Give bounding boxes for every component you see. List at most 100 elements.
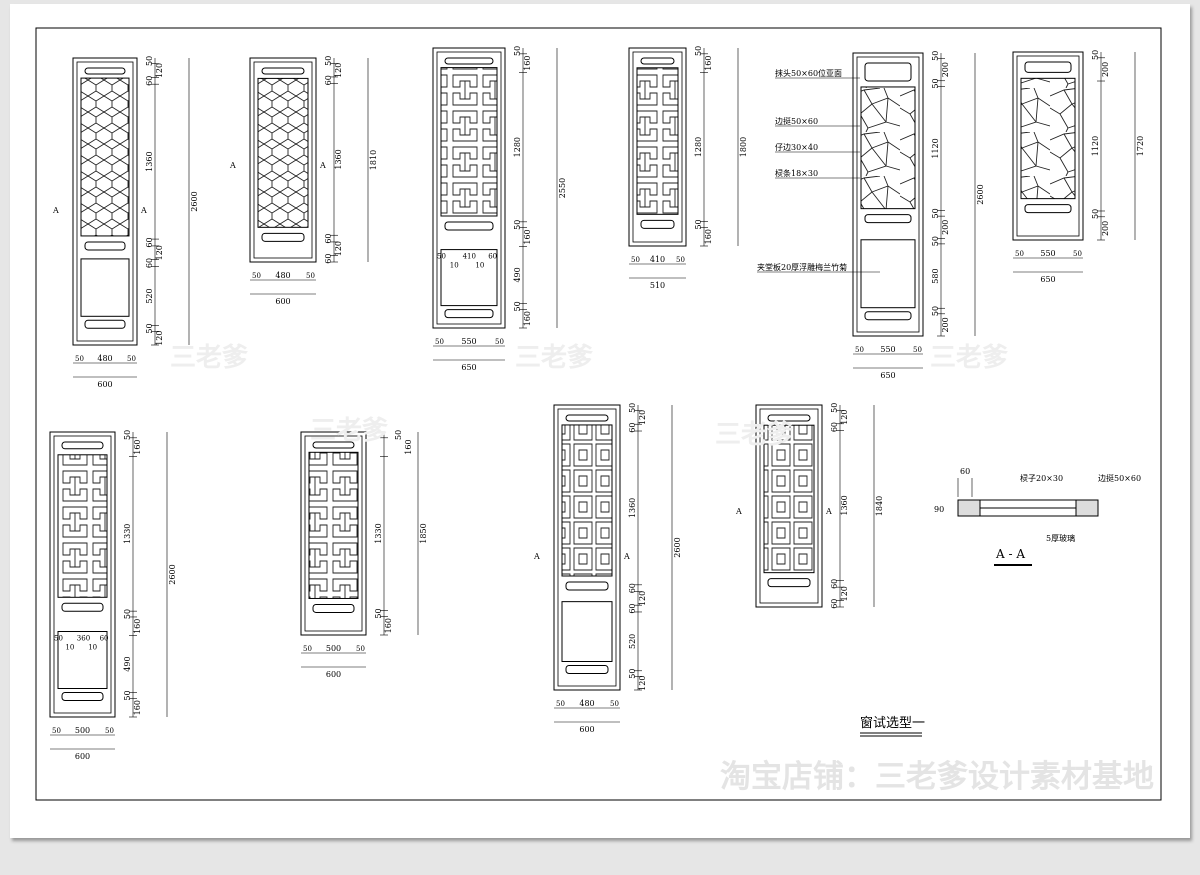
dimension-label: 160 <box>404 439 413 454</box>
dimension-label: 200 <box>1101 221 1110 236</box>
dimension-label: 160 <box>523 229 532 244</box>
callout-label: 边挺50×60 <box>1098 473 1141 483</box>
mid-rail-panel <box>444 221 494 231</box>
top-rail-panel <box>312 441 355 449</box>
bottom-rail-panel <box>444 309 494 319</box>
dimension-label: 50 <box>913 346 922 354</box>
section-mark: A <box>735 507 742 516</box>
callout-label: 边挺50×60 <box>775 116 818 126</box>
dimension-label: 50 <box>75 355 84 363</box>
dimension-label: 50 <box>495 338 504 346</box>
total-height-label: 2550 <box>558 178 567 198</box>
section-title: A - A <box>995 547 1025 561</box>
inner-frame <box>632 51 683 243</box>
inner-frame <box>856 56 920 333</box>
bottom-rail-panel <box>61 692 104 701</box>
dimension-label: 50 <box>123 430 132 440</box>
dimension-label: 120 <box>638 591 647 606</box>
dimension-label: 480 <box>275 271 290 280</box>
inner-frame <box>76 61 134 342</box>
dimension-label: 50 <box>374 608 383 618</box>
callout-label: 棂子20×30 <box>1020 473 1063 483</box>
dimension-label: 120 <box>840 410 849 425</box>
dimension-label: 50 <box>628 403 637 413</box>
dimension-label: 520 <box>628 634 637 649</box>
section-mark: A <box>52 206 59 215</box>
lattice-panel <box>257 77 309 228</box>
dimension-label: 120 <box>840 586 849 601</box>
dimension-label: 500 <box>326 644 341 653</box>
dimension-label: 200 <box>941 220 950 235</box>
bottom-panel <box>57 631 108 689</box>
outer-frame <box>755 404 823 608</box>
dimension-label: 580 <box>931 268 940 283</box>
dimension-label: 160 <box>523 311 532 326</box>
dimension-label: 480 <box>97 354 112 363</box>
section-mark: A <box>623 552 630 561</box>
dimension-label: 1120 <box>931 138 940 158</box>
dimension-label: 50 <box>435 338 444 346</box>
dimension-label: 410 <box>463 253 476 261</box>
outer-frame <box>1012 51 1084 241</box>
dimension-label: 120 <box>155 331 164 346</box>
dimension-label: 160 <box>704 56 713 71</box>
section-mark: A <box>229 161 236 170</box>
dimension-label: 60 <box>830 422 839 432</box>
total-height-label: 2600 <box>168 564 177 584</box>
dimension-label: 50 <box>356 645 365 653</box>
top-rail-panel <box>565 414 609 422</box>
dimension-label: 480 <box>579 699 594 708</box>
dimension-label: 1280 <box>513 137 522 157</box>
dimension-label: 50 <box>123 690 132 700</box>
dimension-label: 550 <box>880 345 895 354</box>
total-height-label: 2600 <box>976 184 985 204</box>
dimension-label: 50 <box>394 430 403 440</box>
dimension-label: 60 <box>145 237 154 247</box>
callout-label: 夹堂板20厚浮雕梅兰竹菊 <box>757 262 847 272</box>
callout-label: 抹头50×60位亚面 <box>775 68 842 78</box>
top-rail-panel <box>640 57 675 65</box>
lattice-panel <box>636 67 679 215</box>
outer-frame <box>432 47 506 329</box>
outer-frame <box>249 57 317 263</box>
dimension-label: 50 <box>1073 250 1082 258</box>
dimension-label: 50 <box>437 253 446 261</box>
mid-rail-panel <box>767 578 811 588</box>
dimension-label: 50 <box>513 220 522 230</box>
outer-frame <box>628 47 687 247</box>
dimension-label: 50 <box>1091 209 1100 219</box>
overall-width-label: 600 <box>75 752 90 761</box>
total-height-label: 1800 <box>739 137 748 157</box>
total-height-label: 1720 <box>1136 136 1145 156</box>
dimension-label: 10 <box>65 644 74 652</box>
dimension-label: 50 <box>145 323 154 333</box>
dimension-label: 50 <box>123 609 132 619</box>
overall-width-label: 600 <box>97 380 112 389</box>
dimension-label: 50 <box>931 78 940 88</box>
outer-frame <box>852 52 924 337</box>
lattice-panel <box>80 77 130 237</box>
drawing-border <box>35 27 1162 801</box>
dimension-label: 120 <box>638 410 647 425</box>
dimension-label: 50 <box>931 236 940 246</box>
dimension-label: 50 <box>694 219 703 229</box>
dimension-label: 1330 <box>374 523 383 543</box>
dimension-label: 490 <box>123 656 132 671</box>
dimension-label: 50 <box>676 256 685 264</box>
bottom-rail-panel <box>565 665 609 674</box>
dimension-label: 120 <box>638 676 647 691</box>
dimension-label: 50 <box>52 727 61 735</box>
mid-rail-panel <box>1024 204 1072 214</box>
dimension-label: 50 <box>694 46 703 56</box>
dimension-label: 160 <box>704 229 713 244</box>
dimension-label: 10 <box>450 262 459 270</box>
dimension-label: 50 <box>324 56 333 66</box>
bottom-panel <box>561 601 613 663</box>
dimension-label: 120 <box>334 241 343 256</box>
overall-width-label: 510 <box>650 281 665 290</box>
top-rail-panel <box>864 62 912 82</box>
